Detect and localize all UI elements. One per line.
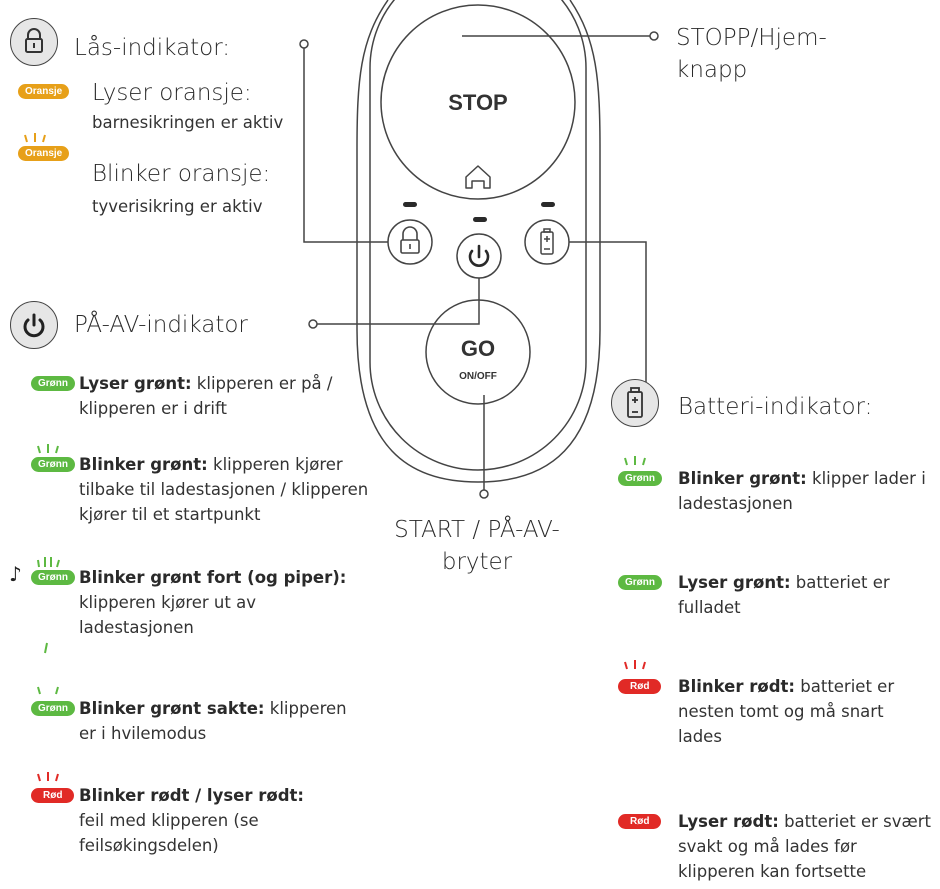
battery-badge-4: Rød [618,814,662,829]
power-badge-5: Rød [31,788,75,803]
power-badge-2: Grønn [31,457,75,472]
remote-outline [356,0,601,483]
battery-item-1: Blinker grønt: klipper lader i ladestasj… [678,469,926,513]
battery-led [541,202,555,207]
connector-battery [569,241,647,382]
battery-badge-1: Grønn [618,471,662,486]
power-heading: PÅ-AV-indikator [74,312,248,338]
stop-callout: STOPP/Hjem- knapp [676,25,827,83]
power-item-1: Lyser grønt: klipperen er på / klipperen… [79,374,333,418]
battery-item-4: Lyser rødt: batteriet er svært svakt og … [678,812,931,881]
battery-item-2: Lyser grønt: batteriet er fulladet [678,573,890,617]
lock-badge-1: Oransje [18,84,70,99]
beep-note-icon: ♪ [9,562,22,586]
lock-led [403,202,417,207]
connector-power [316,278,480,325]
blink-rays [624,456,646,466]
blink-rays [37,772,59,782]
lock-badge-2: Oransje [18,146,70,161]
blink-rays [624,660,646,670]
battery-badge-2: Grønn [618,575,662,590]
lock-icon [400,226,420,254]
power-item-2: Blinker grønt: klipperen kjører tilbake … [79,455,369,524]
go-sublabel: ON/OFF [459,371,497,382]
power-item-5: Blinker rødt / lyser rødt: feil med klip… [79,786,304,855]
lock-heading: Lås-indikator: [74,35,231,61]
remote-inner [369,0,587,471]
power-item-3: Blinker grønt fort (og piper): klipperen… [79,568,347,637]
connector-lock [303,47,388,243]
stop-button-shape [380,4,576,200]
blink-rays [24,133,46,143]
battery-icon [627,387,643,418]
lock-indicator-icon-circle [10,18,58,66]
battery-item-3: Blinker rødt: batteriet er nesten tomt o… [678,677,895,746]
battery-heading: Batteri-indikator: [678,394,873,420]
go-label[interactable]: GO [460,336,496,361]
power-led [473,217,487,222]
go-button-shape [425,299,531,405]
power-badge-1: Grønn [31,376,75,391]
slow-blink-rays [37,686,59,695]
home-icon [465,165,491,189]
lock-icon [25,28,43,53]
fast-blink-rays [37,557,60,568]
power-icon [23,313,45,338]
power-item-4: Blinker grønt sakte: klipperen er i hvil… [79,699,347,743]
power-badge-4: Grønn [31,701,75,716]
power-badge-3: Grønn [31,570,75,585]
blink-tick [44,642,48,654]
blink-rays [37,444,59,454]
stop-label[interactable]: STOP [448,90,508,115]
lock-item-1-text: barnesikringen er aktiv [92,113,284,132]
battery-icon [540,228,554,255]
lock-item-2-text: tyverisikring er aktiv [92,197,263,216]
battery-badge-3: Rød [618,679,662,694]
start-callout: START / PÅ-AV- bryter [394,517,560,575]
lock-item-2-title: Blinker oransje: [92,161,271,187]
power-icon [468,244,490,267]
lock-item-1-title: Lyser oransje: [92,80,252,106]
